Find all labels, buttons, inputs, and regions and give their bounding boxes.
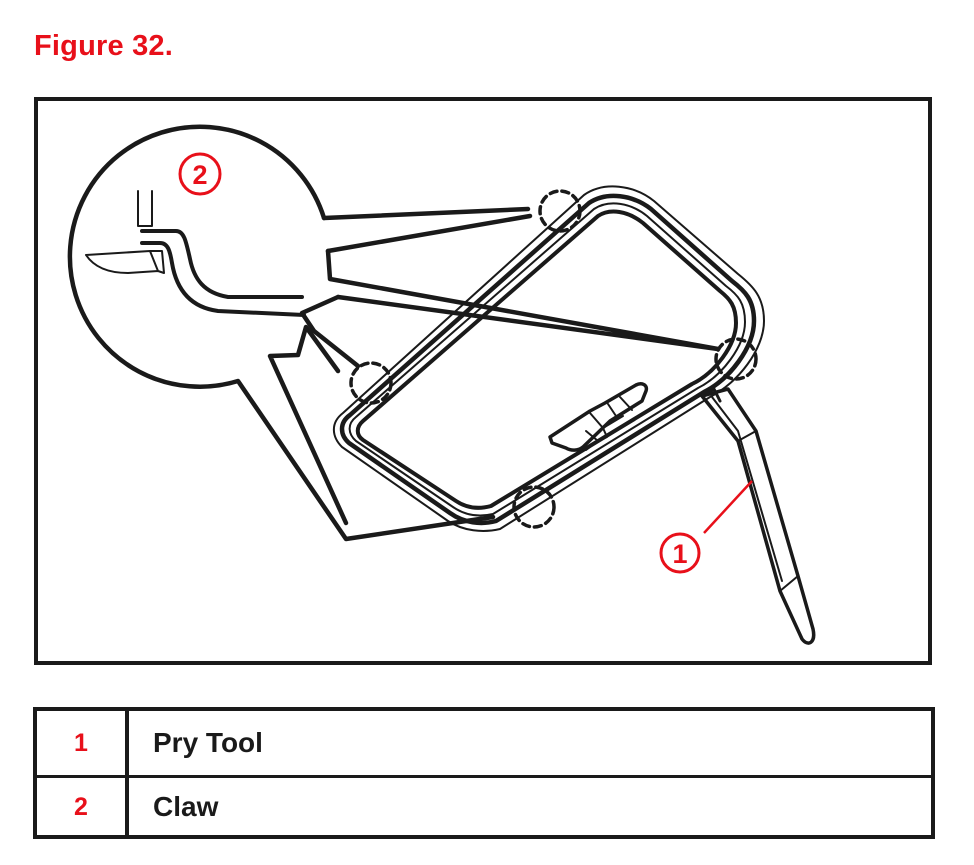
callout-number-2: 2 xyxy=(192,160,207,190)
clip-location-top xyxy=(538,189,582,233)
legend-number: 1 xyxy=(37,711,129,775)
latch-outline xyxy=(548,382,649,452)
clip-detail-posts xyxy=(137,190,153,227)
bezel-outline-3 xyxy=(348,202,746,517)
latch-detail xyxy=(585,396,633,442)
illustration-frame: 1 2 xyxy=(34,97,932,665)
clip-location-bottom xyxy=(512,485,556,529)
callout-circle-1 xyxy=(659,532,701,574)
pry-tool-tip xyxy=(700,387,722,403)
magnifier-bubble xyxy=(67,124,496,542)
leader-line-1 xyxy=(703,480,753,534)
magnifier-leg-inner xyxy=(267,324,349,526)
clip-detail-claw xyxy=(140,229,306,317)
callout-number-1: 1 xyxy=(672,539,687,569)
bezel-outer-outline xyxy=(332,185,765,532)
magnifier-leg-left xyxy=(321,206,531,221)
legend-row: 1 Pry Tool xyxy=(37,711,931,775)
pointer-to-top-clip xyxy=(325,213,533,254)
clip-location-right xyxy=(714,337,758,381)
legend-table: 1 Pry Tool 2 Claw xyxy=(33,707,935,839)
callout-circle-2 xyxy=(178,152,222,196)
pointer-lower xyxy=(299,294,361,369)
legend-number: 2 xyxy=(37,778,129,836)
clip-detail-tab xyxy=(85,250,165,274)
legend-label: Pry Tool xyxy=(153,727,263,758)
latch-detail-2 xyxy=(585,440,599,451)
legend-row: 2 Claw xyxy=(37,775,931,836)
bezel-outline-2 xyxy=(339,193,757,526)
clip-location-left xyxy=(349,361,393,405)
pry-tool-outline xyxy=(700,387,816,645)
bezel-inner-outline xyxy=(355,209,738,510)
pointer-mid xyxy=(325,248,721,352)
legend-label: Claw xyxy=(153,791,219,822)
bezel-removal-illustration: 1 2 xyxy=(67,124,816,645)
figure-title: Figure 32. xyxy=(34,30,173,62)
pry-tool-detail xyxy=(711,396,799,592)
